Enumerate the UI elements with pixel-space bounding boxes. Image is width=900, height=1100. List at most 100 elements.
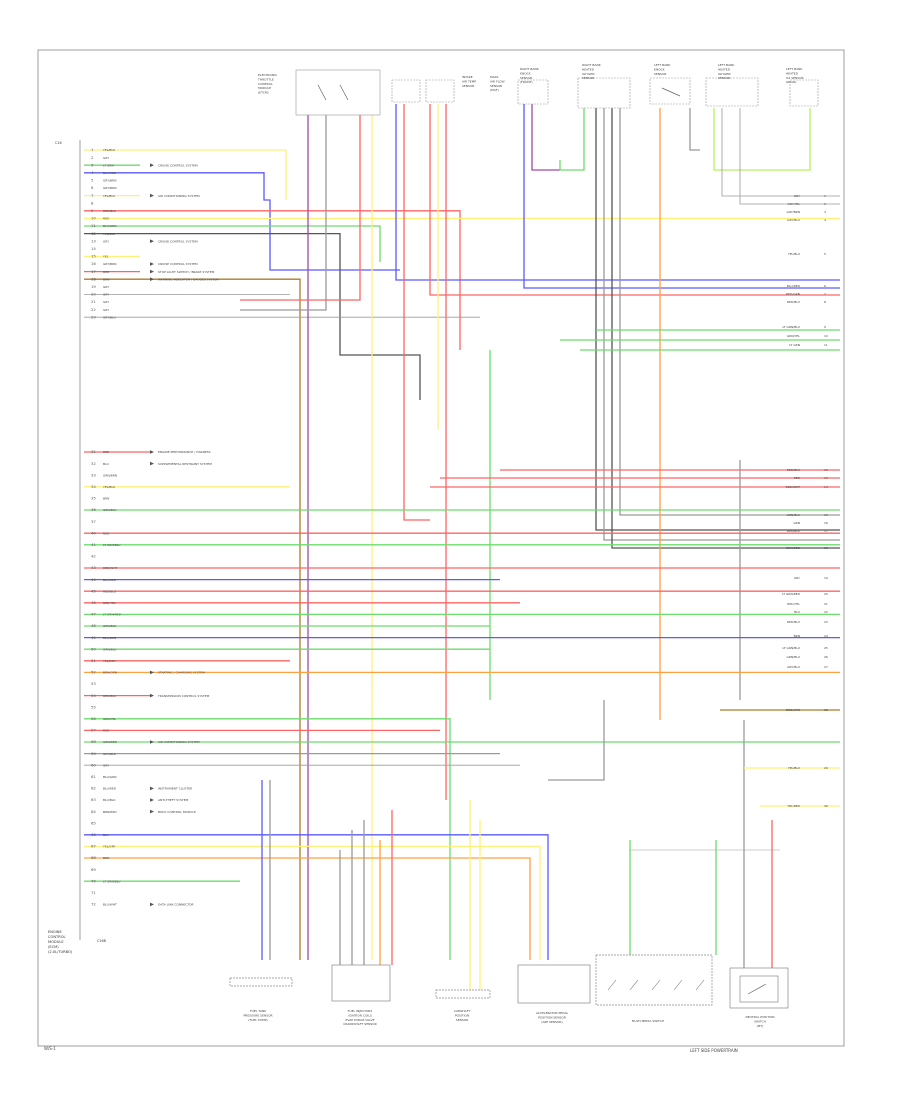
right-wire-label: YEL/RED (787, 804, 800, 808)
wire-color-label: BLU/GRN (103, 224, 116, 228)
right-wire-label: BRN/ORN (786, 708, 800, 712)
pin-number: 54 (91, 693, 96, 698)
pin-number: 72 (91, 902, 96, 907)
component-label: EVAP PURGE VALVE (345, 1018, 374, 1022)
component-label: HEATED (718, 67, 731, 71)
right-wire-label: LT GRN (789, 343, 800, 347)
connector-arrow-icon (150, 277, 154, 281)
wire-color-label: GRN/YEL (103, 717, 116, 721)
pin-number: 2 (91, 155, 94, 160)
component-label: POSITION SENSOR (538, 1015, 566, 1019)
component-label: MASS (490, 75, 499, 79)
wire (523, 104, 840, 289)
component-box (295, 69, 381, 116)
component-box (649, 77, 691, 105)
ecm-bottom-pin: C16B (97, 939, 107, 943)
component-box (705, 77, 759, 107)
pin-number: 11 (91, 223, 96, 228)
wire-color-label: RED (103, 531, 110, 535)
pin-number: 52 (91, 670, 96, 675)
pin-number: 69 (91, 867, 96, 872)
wire-color-label: BLU/GRN (103, 775, 116, 779)
right-ref-number: 14 (824, 485, 828, 489)
connector-arrow-icon (150, 693, 154, 698)
wire-color-label: GRY/BRN (103, 179, 116, 183)
wire-color-label: GRN/RED (103, 740, 118, 744)
right-wire-label: GRN (793, 521, 800, 525)
right-ref-number: 29 (824, 766, 828, 770)
pin-number: 48 (91, 623, 96, 628)
pin-number: 37 (91, 519, 96, 524)
pin-number: 33 (91, 472, 96, 477)
pin-number: 22 (91, 307, 96, 312)
wire (721, 108, 840, 197)
right-ref-number: 17 (824, 529, 828, 533)
right-ref-number: 26 (824, 655, 828, 659)
pin-number: 18 (91, 276, 96, 281)
page-tag-left: W/S-1 (44, 1046, 56, 1051)
wire (240, 115, 327, 311)
component-label: O2 SENSOR (786, 76, 804, 80)
pin-number: 58 (91, 739, 96, 744)
pin-number: 60 (91, 762, 96, 767)
switch-contact-icon (673, 979, 683, 991)
component-label: SENSOR (654, 72, 666, 76)
right-wire-label: LT GRN/BLU (783, 325, 800, 329)
system-annotation: TRANSMISSION CONTROL SYSTEM (157, 694, 210, 698)
right-ref-number: 22 (824, 610, 828, 614)
pin-number: 4 (91, 170, 94, 175)
pin-number: 41 (91, 542, 96, 547)
diagram-border (37, 49, 845, 1047)
wire (559, 108, 585, 171)
pin-number: 20 (91, 292, 96, 297)
pin-number: 36 (91, 507, 96, 512)
wire-color-label: BLU/RED (103, 578, 117, 582)
component-box (435, 989, 491, 999)
right-wire-label: BLU (794, 610, 800, 614)
component-label: RIGHT BANK (582, 63, 602, 67)
wire-color-label: RED/BLU (103, 694, 116, 698)
component-label: SENSOR (462, 84, 474, 88)
wire-color-label: BRN (103, 856, 109, 860)
right-wire-label: GRY/BLU (787, 218, 800, 222)
component-label: NEUTRAL POSITION (745, 1015, 774, 1019)
connector-arrow-icon (150, 809, 154, 814)
component-box (391, 79, 421, 103)
wire-color-label: GRY/BLK (103, 752, 117, 756)
right-wire-label: GRN/BLK (787, 513, 801, 517)
wire-color-label: YEL (103, 255, 109, 259)
wire-color-label: LT GRN/RED (103, 613, 122, 617)
wire (548, 700, 605, 781)
wire (403, 104, 430, 521)
right-ref-number: 2 (824, 202, 826, 206)
right-ref-number: 20 (824, 592, 828, 596)
wire-color-label: BLU/WHT (103, 903, 117, 907)
pin-number: 53 (91, 681, 96, 686)
system-annotation: AIR CONDITIONING SYSTEM (158, 740, 200, 744)
wire (84, 278, 301, 960)
connector-arrow-icon (150, 902, 154, 907)
pin-number: 64 (91, 809, 96, 814)
pin-number: 13 (91, 238, 96, 243)
connector-arrow-icon (150, 239, 154, 243)
pin-number: 3 (91, 162, 94, 167)
right-wire-label: RED (794, 476, 801, 480)
system-annotation: WARNING INDICATOR / GAUGES SYSTEM (158, 277, 219, 281)
right-wire-label: RED/BLU (787, 620, 800, 624)
system-annotation: AIR CONDITIONING SYSTEM (158, 194, 200, 198)
switch-symbol-icon (747, 983, 767, 995)
wire (619, 108, 840, 516)
pin-number: 62 (91, 786, 96, 791)
switch-symbol-icon (661, 87, 681, 97)
right-ref-number: 27 (824, 665, 828, 669)
pin-number: 44 (91, 577, 96, 582)
wire-color-label: BRN/RED (103, 810, 117, 814)
wire-color-label: YEL/BLU (103, 148, 115, 152)
wire-color-label: LT GRN/BLU (103, 879, 120, 883)
component-label: HEATED (582, 67, 595, 71)
right-wire-label: YEL/BLU (788, 766, 800, 770)
component-label: THROTTLE (257, 77, 274, 81)
switch-housing (739, 975, 779, 1003)
system-annotation: ANTI-THEFT SYSTEM (158, 798, 189, 802)
component-label: FUEL TANK (250, 1009, 267, 1013)
